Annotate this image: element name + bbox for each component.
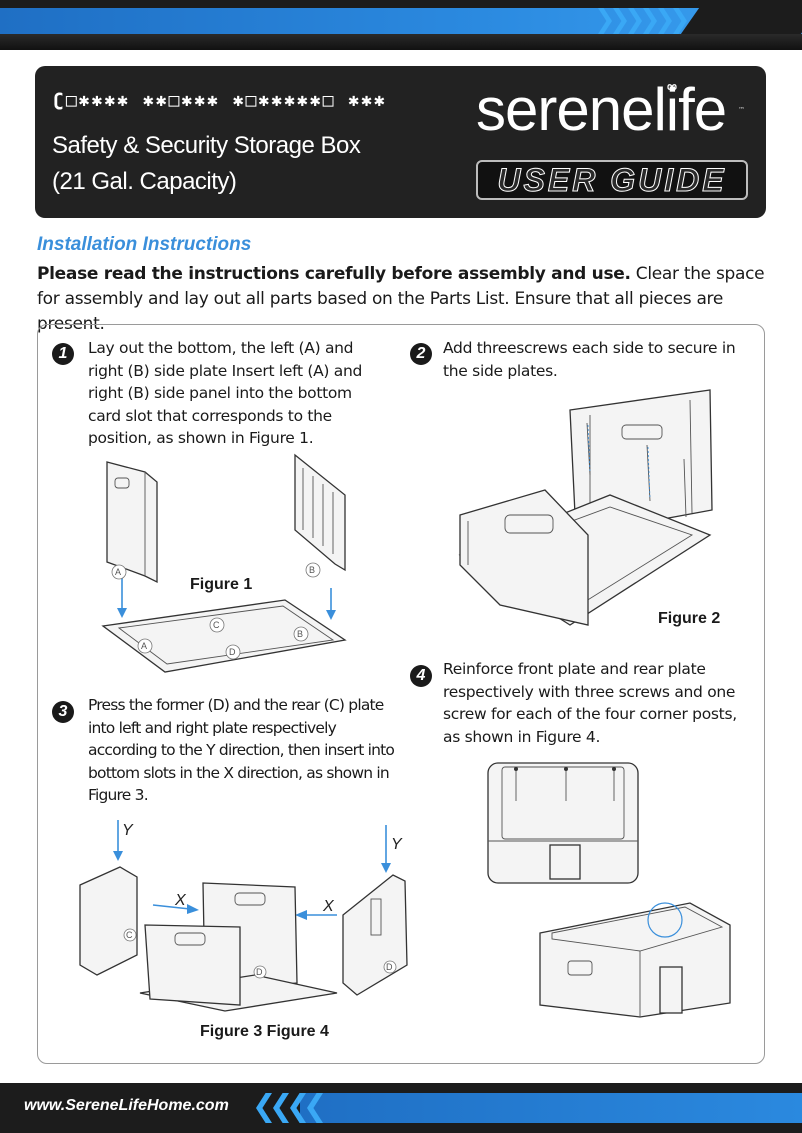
brand-logo: serenelife xyxy=(476,76,727,143)
figure-2-label: Figure 2 xyxy=(658,610,721,627)
callout-c-base: C xyxy=(213,620,220,630)
product-name: Safety & Security Storage Box xyxy=(52,132,361,159)
footer-chevron-icon xyxy=(256,1093,324,1123)
direction-x-right: X xyxy=(322,898,335,915)
direction-y-left: Y xyxy=(122,822,134,839)
figure-1-label: Figure 1 xyxy=(190,576,253,593)
scrambled-title: ʗ□✱✱✱✱ ✱✱□✱✱✱ ✱□✱✱✱✱✱□ ✱✱✱ xyxy=(53,90,387,111)
intro-paragraph: Please read the instructions carefully b… xyxy=(37,262,772,337)
user-guide-badge: USER GUIDE xyxy=(476,160,748,200)
infinity-icon xyxy=(667,84,677,90)
website-link[interactable]: www.SereneLifeHome.com xyxy=(24,1097,229,1114)
step-3-number: 3 xyxy=(52,701,74,723)
step-2-number: 2 xyxy=(410,343,432,365)
chevron-decoration-icon xyxy=(598,8,688,34)
instructions-box xyxy=(37,324,765,1064)
header-panel: ʗ□✱✱✱✱ ✱✱□✱✱✱ ✱□✱✱✱✱✱□ ✱✱✱ Safety & Secu… xyxy=(35,66,766,218)
direction-y-right: Y xyxy=(391,836,403,853)
callout-a-base: A xyxy=(141,641,147,651)
top-dark-wedge xyxy=(680,8,802,34)
callout-d-fig3: D xyxy=(256,967,263,977)
figure-2-illustration xyxy=(458,389,713,626)
step-4-number: 4 xyxy=(410,665,432,687)
footer-blue-stripe xyxy=(300,1093,802,1123)
callout-c-fig3: C xyxy=(126,930,133,940)
step-1-text: Lay out the bottom, the left (A) and rig… xyxy=(88,339,363,447)
figure-4-illustration xyxy=(487,762,731,1018)
figure-1-illustration: A B C B A D xyxy=(101,453,347,673)
footer-banner: www.SereneLifeHome.com xyxy=(0,1083,802,1133)
step-3-text: Press the former (D) and the rear (C) pl… xyxy=(88,696,395,804)
top-banner xyxy=(0,0,802,50)
section-title: Installation Instructions xyxy=(37,234,252,255)
user-guide-label: USER GUIDE xyxy=(497,161,727,198)
callout-a-panel: A xyxy=(115,567,121,577)
step-1-number: 1 xyxy=(52,343,74,365)
callout-b-base: B xyxy=(297,629,303,639)
intro-rest: Clear the space for assembly and lay out… xyxy=(37,264,765,334)
top-dark-stripe xyxy=(0,34,802,50)
step-2-text: Add threescrews each side to secure in t… xyxy=(443,339,736,380)
callout-d-right: D xyxy=(386,962,393,972)
step-4-text: Reinforce front plate and rear plate res… xyxy=(443,660,737,746)
intro-bold: Please read the instructions carefully b… xyxy=(37,264,631,284)
direction-x-left: X xyxy=(174,892,187,909)
callout-d-base: D xyxy=(229,647,236,657)
trademark: ™ xyxy=(738,106,745,114)
callout-b-panel: B xyxy=(309,565,315,575)
product-capacity: (21 Gal. Capacity) xyxy=(52,168,237,195)
figure-3-illustration: Y Y C X X D D xyxy=(79,820,408,1012)
figure-3-4-label: Figure 3 Figure 4 xyxy=(200,1023,329,1040)
